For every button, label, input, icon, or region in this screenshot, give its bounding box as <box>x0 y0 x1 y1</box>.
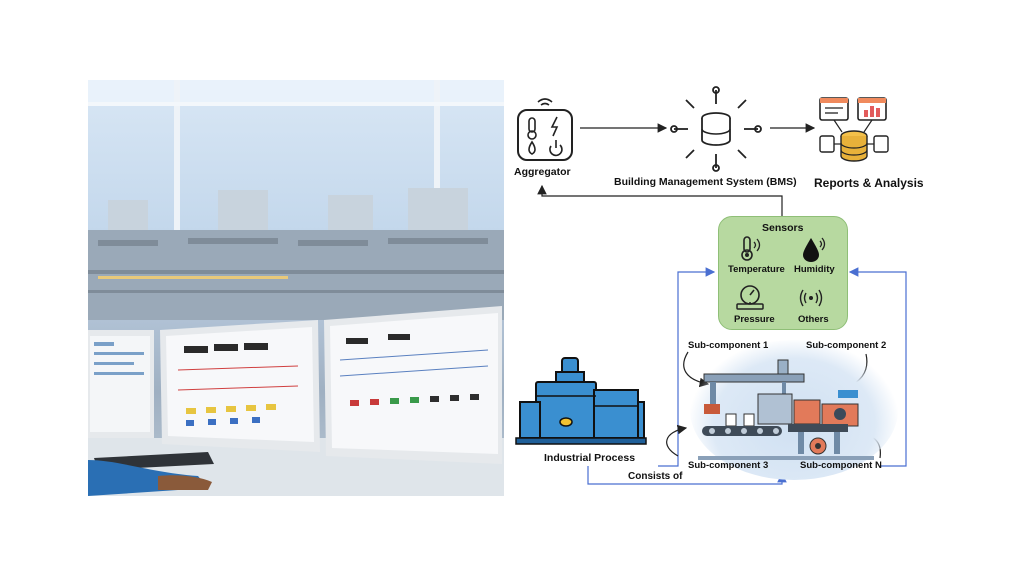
aggregator-icon <box>517 98 573 161</box>
right-loop-arrow <box>848 267 907 467</box>
sensor-humidity-label: Humidity <box>794 264 835 275</box>
signal-waves-icon <box>799 289 823 307</box>
control-room-illustration <box>88 80 504 496</box>
sensor-temperature-label: Temperature <box>728 264 785 275</box>
database-icon <box>670 86 762 172</box>
sensor-others-label: Others <box>798 314 829 325</box>
pressure-gauge-icon <box>736 285 764 310</box>
subcomponent-3-label: Sub-component 3 <box>688 460 769 471</box>
bms-label: Building Management System (BMS) <box>614 176 797 188</box>
subcomponent-1-label: Sub-component 1 <box>688 340 769 351</box>
thermometer-icon <box>741 236 761 261</box>
subcomponent-n-label: Sub-component N <box>800 460 882 471</box>
subcomponent-3-pointer <box>666 424 688 457</box>
industrial-machine-icon <box>515 357 647 445</box>
sensors-panel <box>718 216 848 330</box>
subcomponent-2-label: Sub-component 2 <box>806 340 887 351</box>
consists-of-label: Consists of <box>628 471 683 482</box>
sensors-to-aggregator-arrow <box>537 184 783 216</box>
humidity-drop-icon <box>803 237 826 262</box>
sensor-pressure-label: Pressure <box>734 314 775 325</box>
control-room-photo <box>88 80 504 496</box>
aggregator-label: Aggregator <box>514 166 571 178</box>
reports-label: Reports & Analysis <box>814 176 924 190</box>
left-loop-arrow <box>658 267 716 467</box>
industrial-process-label: Industrial Process <box>544 452 636 464</box>
sensors-title: Sensors <box>762 222 804 234</box>
reports-icon <box>819 97 889 162</box>
production-line-illustration <box>698 359 874 460</box>
